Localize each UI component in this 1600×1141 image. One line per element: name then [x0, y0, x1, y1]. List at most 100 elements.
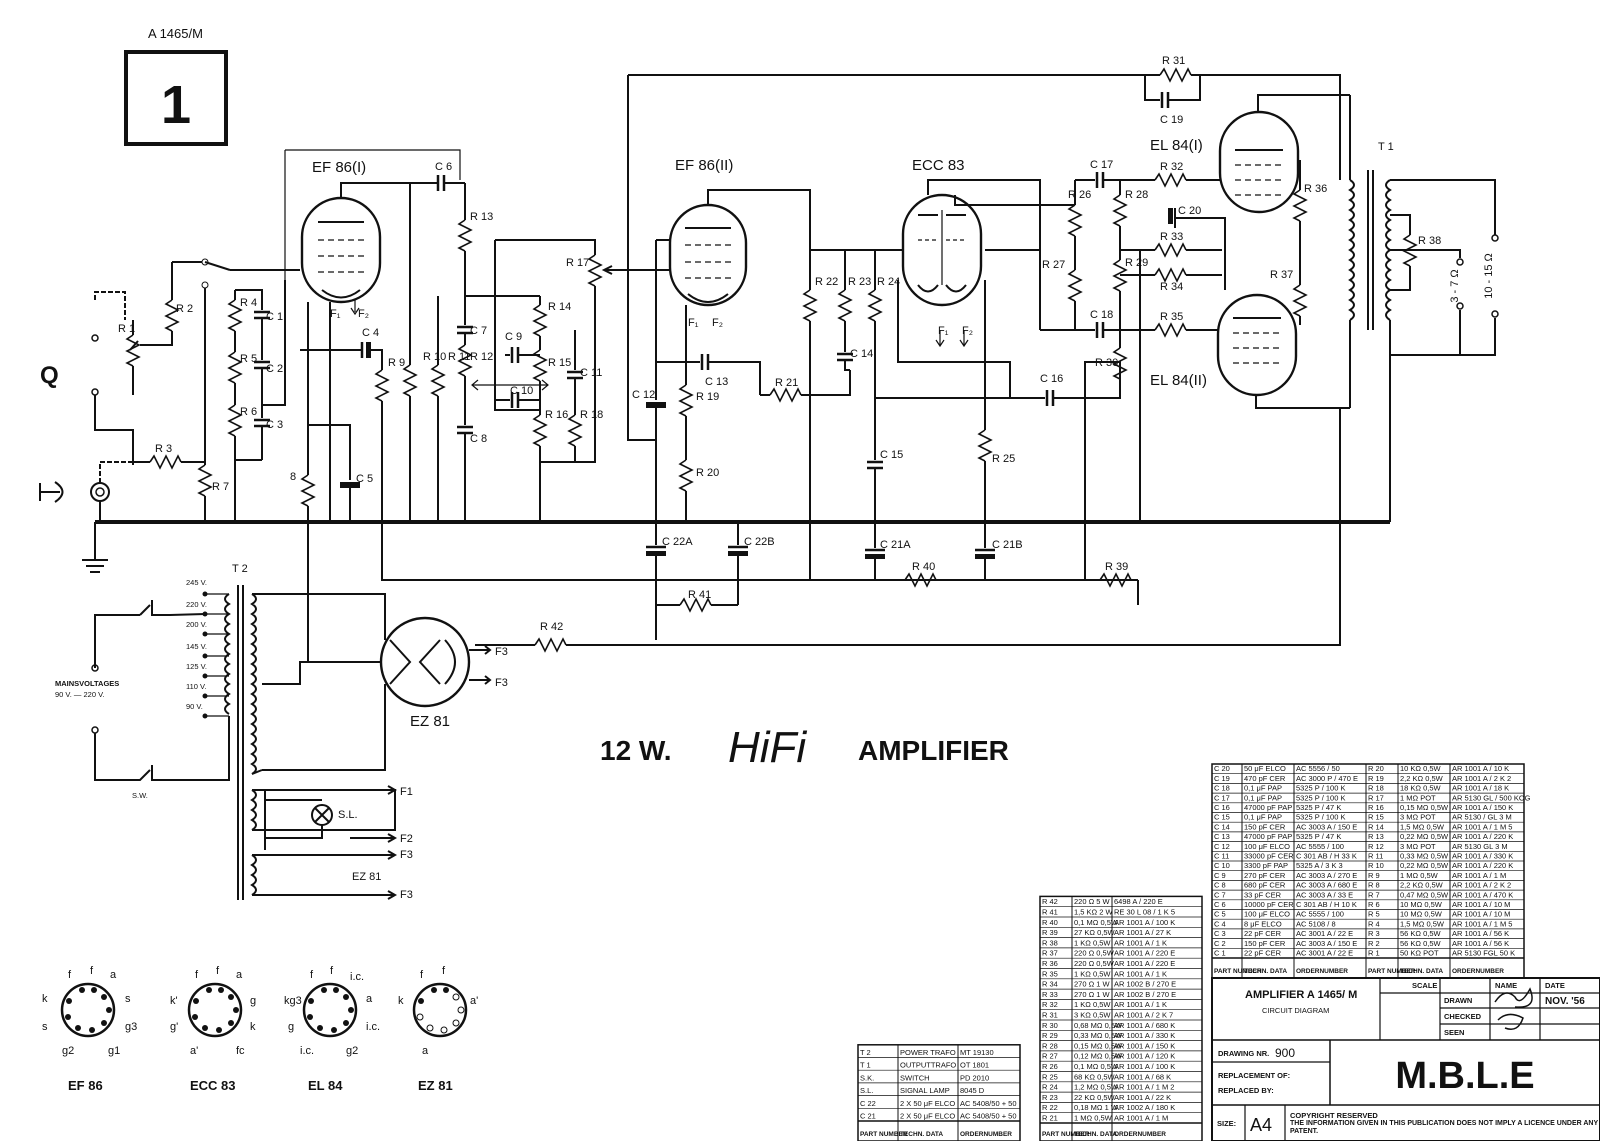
tube-el84-1: [1218, 110, 1300, 214]
parts-cell: AC 3001 A / 22 E: [1296, 929, 1353, 938]
label-r31: R 31: [1162, 55, 1185, 67]
parts-cell: R 16: [1368, 803, 1384, 812]
label-c1: C 1: [266, 311, 283, 323]
label-r39: R 39: [1105, 561, 1128, 573]
parts-cell: C 301 AB / H 10 K: [1296, 900, 1357, 909]
label-r22: R 22: [815, 276, 838, 288]
label-r20: R 20: [696, 467, 719, 479]
parts-cell: 56 KΩ 0,5W: [1400, 929, 1442, 938]
parts-cell: AR 1001 A / 120 K: [1114, 1052, 1175, 1061]
parts-cell: AC 3001 A / 22 E: [1296, 949, 1353, 958]
parts-cell: AR 1001 A / 150 K: [1452, 803, 1513, 812]
label-r14: R 14: [548, 301, 571, 313]
parts-cell: 220 Ω 5 W: [1074, 897, 1111, 906]
parts-cell: 3 MΩ POT: [1400, 842, 1436, 851]
parts-cell: 3 MΩ POT: [1400, 813, 1436, 822]
label-r26: R 26: [1068, 189, 1091, 201]
label-r29: R 29: [1125, 257, 1148, 269]
label-c7: C 7: [470, 325, 487, 337]
label-r38: R 38: [1418, 235, 1441, 247]
svg-text:g': g': [170, 1021, 178, 1033]
title-prefix: 12 W.: [600, 735, 672, 766]
label-r19: R 19: [696, 391, 719, 403]
svg-text:g2: g2: [346, 1045, 358, 1057]
svg-text:s: s: [125, 993, 131, 1005]
parts-cell: AR 1001 A / 1 K: [1114, 938, 1167, 947]
svg-text:f: f: [310, 969, 314, 981]
parts-cell: S.L.: [860, 1086, 873, 1095]
company-name: M.B.L.E: [1395, 1055, 1534, 1097]
label-r6: R 6: [240, 406, 257, 418]
parts-header: PART NUMBER: [1042, 1131, 1090, 1138]
label-c14: C 14: [850, 348, 873, 360]
tap-220: 220 V.: [186, 600, 207, 609]
parts-cell: 0,15 MΩ 0,5W: [1074, 1041, 1123, 1050]
parts-cell: C 2: [1214, 939, 1226, 948]
parts-cell: 5325 A / 3 K 3: [1296, 861, 1343, 870]
parts-cell: 1 KΩ 0,5W: [1074, 969, 1111, 978]
tube-label-v3: ECC 83: [912, 157, 965, 174]
parts-cell: 10 MΩ 0,5W: [1400, 910, 1443, 919]
label-c6: C 6: [435, 161, 452, 173]
label-r36: R 36: [1304, 183, 1327, 195]
parts-cell: AR 1001 A / 330 K: [1114, 1031, 1175, 1040]
parts-cell: MT 19130: [960, 1048, 994, 1057]
label-r1: R 1: [118, 323, 135, 335]
label-c5: C 5: [356, 473, 373, 485]
parts-cell: 1 MΩ POT: [1400, 793, 1436, 802]
parts-cell: C 7: [1214, 890, 1226, 899]
parts-cell: C 301 AB / H 33 K: [1296, 852, 1357, 861]
parts-cell: 33000 pF CER: [1244, 852, 1294, 861]
label-t1: T 1: [1378, 141, 1394, 153]
svg-text:f: f: [68, 969, 72, 981]
label-c22b: C 22B: [744, 536, 775, 548]
label-f2: F2: [400, 833, 413, 845]
tb-subtitle: CIRCUIT DIAGRAM: [1262, 1006, 1329, 1015]
parts-cell: 5325 P / 47 K: [1296, 803, 1341, 812]
parts-cell: 8 μF ELCO: [1244, 919, 1282, 928]
parts-cell: R 5: [1368, 910, 1380, 919]
label-r25: R 25: [992, 453, 1015, 465]
parts-cell: AR 1001 A / 1 M: [1452, 871, 1506, 880]
label-r16: R 16: [545, 409, 568, 421]
label-c15: C 15: [880, 449, 903, 461]
tap-145: 145 V.: [186, 642, 207, 651]
parts-cell: 10000 pF CER: [1244, 900, 1294, 909]
label-c20: C 20: [1178, 205, 1201, 217]
parts-cell: AC 5555 / 100: [1296, 842, 1344, 851]
label-r2: R 2: [176, 303, 193, 315]
parts-header: ORDERNUMBER: [1114, 1131, 1166, 1138]
parts-cell: R 2: [1368, 939, 1380, 948]
svg-text:ECC 83: ECC 83: [190, 1078, 236, 1093]
label-r24: R 24: [877, 276, 900, 288]
svg-text:g3: g3: [125, 1021, 137, 1033]
parts-cell: 470 pF CER: [1244, 774, 1286, 783]
parts-cell: 22 pF CER: [1244, 949, 1282, 958]
tb-scale: SCALE: [1412, 981, 1437, 990]
parts-cell: 50 KΩ POT: [1400, 949, 1439, 958]
label-f1: F1: [400, 786, 413, 798]
parts-cell: R 35: [1042, 969, 1058, 978]
parts-cell: AC 3000 P / 470 E: [1296, 774, 1358, 783]
tap-90: 90 V.: [186, 702, 203, 711]
tube-label-v1: EF 86(I): [312, 159, 366, 176]
parts-cell: 3300 pF PAP: [1244, 861, 1288, 870]
parts-cell: 56 KΩ 0,5W: [1400, 939, 1442, 948]
parts-cell: 2 X 50 μF ELCO: [900, 1099, 955, 1108]
parts-cell: R 6: [1368, 900, 1380, 909]
tap-245: 245 V.: [186, 578, 207, 587]
parts-cell: AR 1002 B / 270 E: [1114, 990, 1176, 999]
tube-label-v6: EZ 81: [410, 713, 450, 730]
parts-cell: R 33: [1042, 990, 1058, 999]
parts-cell: AR 1002 B / 270 E: [1114, 980, 1176, 989]
svg-text:f: f: [330, 965, 334, 977]
parts-cell: R 34: [1042, 980, 1058, 989]
tb-date: DATE: [1545, 981, 1565, 990]
tb-notice: THE INFORMATION GIVEN IN THIS PUBLICATIO…: [1290, 1120, 1599, 1135]
parts-cell: 1,5 KΩ 2 W: [1074, 908, 1113, 917]
label-c22a: C 22A: [662, 536, 693, 548]
svg-text:kg3: kg3: [284, 995, 302, 1007]
